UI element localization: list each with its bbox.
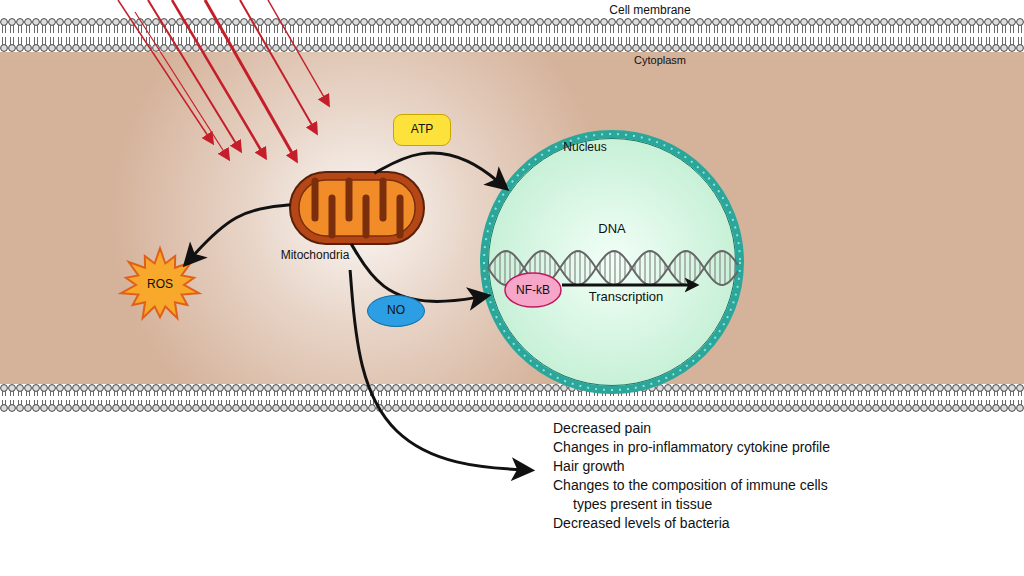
base-pair bbox=[684, 251, 685, 285]
base-pair bbox=[694, 256, 695, 280]
flow-arrow bbox=[350, 270, 528, 470]
transcription-arrow bbox=[562, 284, 695, 287]
base-pair bbox=[504, 251, 505, 285]
cytoplasm-label: Cytoplasm bbox=[615, 54, 705, 67]
nuclear-pores bbox=[484, 134, 740, 390]
node-text: Nucleus bbox=[545, 140, 625, 154]
outcome-item: Decreased pain bbox=[553, 419, 838, 438]
outcome-item: Decreased levels of bacteria bbox=[553, 514, 838, 533]
atp-badge: ATP bbox=[393, 114, 451, 146]
nucleus-circle: NucleusDNA NF-kB bbox=[479, 129, 745, 395]
flow-arrow bbox=[374, 153, 504, 186]
node-text: NF-kB bbox=[504, 283, 562, 297]
membrane-band bbox=[0, 18, 1024, 52]
transcription-label: Transcription bbox=[574, 289, 678, 305]
base-pair bbox=[714, 254, 715, 282]
nuclear-envelope bbox=[484, 134, 740, 390]
base-pair bbox=[649, 251, 650, 285]
base-pair bbox=[709, 260, 710, 277]
base-pair bbox=[624, 258, 625, 278]
crista-fold bbox=[380, 181, 387, 218]
base-pair bbox=[689, 252, 690, 284]
base-pair bbox=[719, 251, 720, 284]
crista-fold bbox=[397, 198, 404, 235]
node-text: ROS bbox=[118, 277, 202, 291]
base-pair bbox=[589, 260, 590, 277]
light-ray bbox=[135, 12, 228, 158]
base-pair bbox=[574, 252, 575, 285]
base-pair bbox=[604, 256, 605, 280]
crista-fold bbox=[346, 181, 353, 218]
light-ray bbox=[268, 0, 328, 104]
base-pair bbox=[639, 257, 640, 279]
base-pair bbox=[659, 257, 660, 279]
ros-burst: ROS bbox=[118, 245, 202, 325]
crista-fold bbox=[312, 181, 319, 218]
base-pair bbox=[494, 258, 495, 278]
outcome-item: Changes in pro-inflammatory cytokine pro… bbox=[553, 438, 838, 457]
light-rays bbox=[118, 0, 328, 160]
membrane-band bbox=[0, 384, 1024, 412]
base-pair bbox=[729, 255, 730, 281]
base-pair bbox=[579, 251, 580, 284]
membrane-label: Cell membrane bbox=[595, 3, 705, 17]
crista-fold bbox=[363, 198, 370, 235]
base-pair bbox=[569, 255, 570, 281]
nuclear-envelope-inner bbox=[489, 139, 736, 386]
node-text: Mitochondria bbox=[260, 248, 370, 262]
ellipse-outline bbox=[505, 273, 561, 307]
outcome-item: Changes to the composition of immune cel… bbox=[553, 476, 838, 514]
base-pair bbox=[679, 253, 680, 282]
base-pair bbox=[619, 253, 620, 282]
light-ray bbox=[148, 0, 240, 150]
base-pair bbox=[584, 254, 585, 282]
flow-arrow bbox=[188, 205, 291, 262]
nfkb-ellipse: NF-kB bbox=[504, 272, 562, 308]
no-badge: NO bbox=[367, 295, 425, 327]
base-pair bbox=[609, 252, 610, 284]
nucleus-circle-shape bbox=[479, 129, 745, 395]
base-pair bbox=[724, 252, 725, 285]
flow-arrow bbox=[351, 244, 484, 302]
inner-space bbox=[299, 180, 415, 236]
base-pair bbox=[654, 253, 655, 284]
outcome-list: Decreased painChanges in pro-inflammator… bbox=[528, 419, 848, 574]
light-ray bbox=[240, 0, 316, 132]
base-pair bbox=[674, 258, 675, 278]
mitochondria-organelle: Mitochondria bbox=[288, 170, 426, 270]
base-pair bbox=[614, 251, 615, 285]
light-ray bbox=[118, 0, 212, 142]
crista-fold bbox=[329, 198, 336, 235]
outer-membrane bbox=[290, 172, 424, 244]
outcome-item: Hair growth bbox=[553, 457, 838, 476]
node-text: DNA bbox=[582, 221, 642, 237]
base-pair bbox=[644, 253, 645, 284]
base-pair bbox=[499, 253, 500, 282]
